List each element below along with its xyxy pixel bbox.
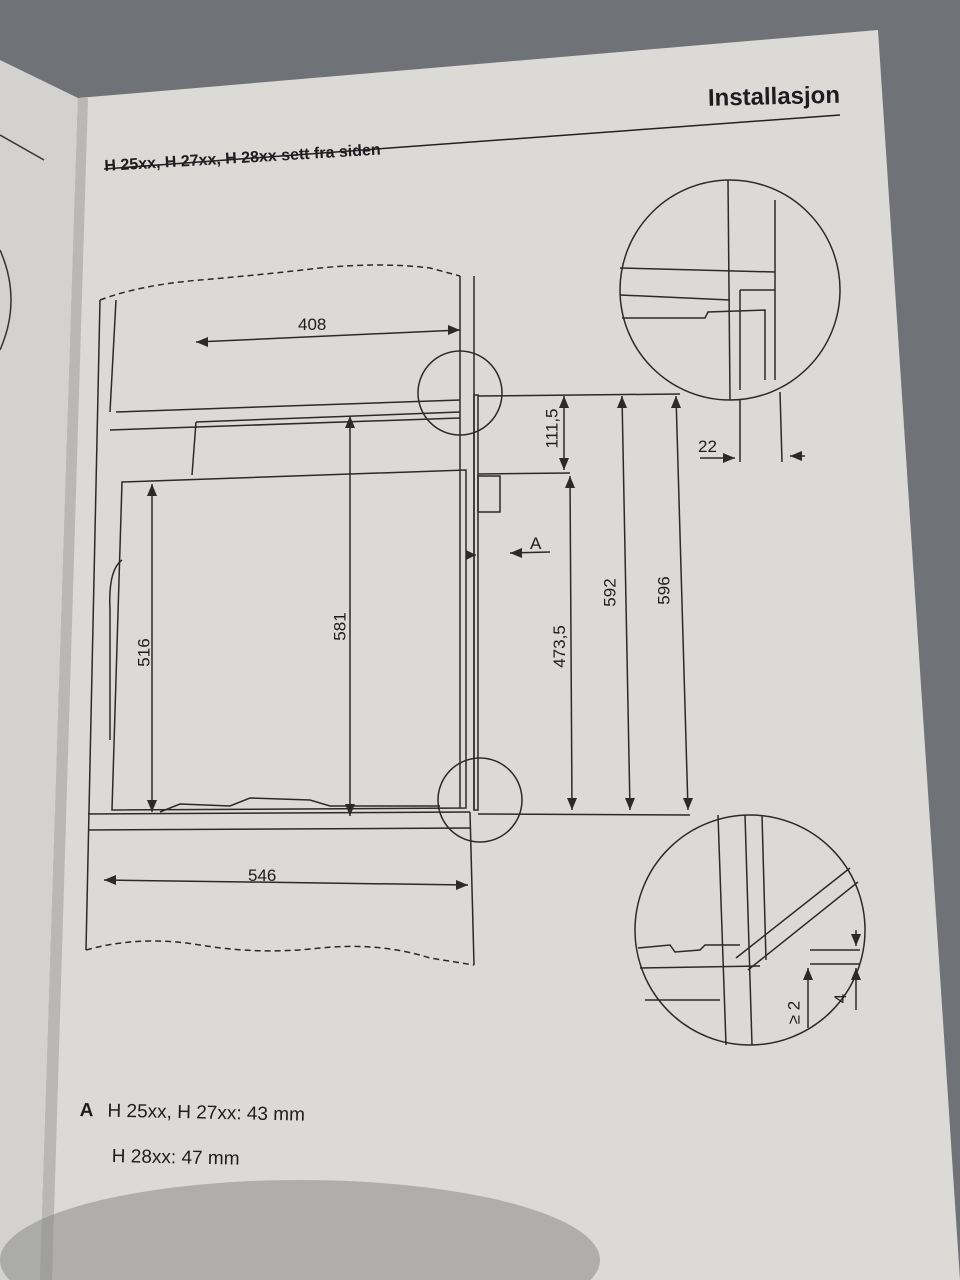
right-page <box>40 30 960 1280</box>
footnote-key: A <box>79 1100 94 1122</box>
dimension-4: 4 <box>831 993 851 1004</box>
dimension-111-5: 111,5 <box>542 408 562 449</box>
dimension-a-label: A <box>530 534 542 553</box>
dimension-516: 516 <box>134 638 154 667</box>
dimension-546: 546 <box>248 866 277 885</box>
left-page <box>0 60 78 1280</box>
header-rule <box>103 114 841 170</box>
dimension-22: 22 <box>698 437 717 456</box>
dimension-408: 408 <box>298 315 327 334</box>
dimension-592: 592 <box>600 578 620 607</box>
page-title: Installasjon <box>707 81 841 112</box>
dimension-arrows <box>104 325 861 980</box>
oven-side-diagram <box>85 179 866 1046</box>
dimension-ge-2: ≥ 2 <box>784 1000 804 1025</box>
footnote-line-1: A H 25xx, H 27xx: 43 mm <box>80 1100 306 1127</box>
dimension-473-5: 473,5 <box>549 625 569 668</box>
footnote-text-1: H 25xx, H 27xx: 43 mm <box>107 1100 306 1126</box>
dimension-596: 596 <box>654 576 674 605</box>
footnote-line-2: H 28xx: 47 mm <box>111 1146 240 1170</box>
dimension-581: 581 <box>330 612 350 641</box>
